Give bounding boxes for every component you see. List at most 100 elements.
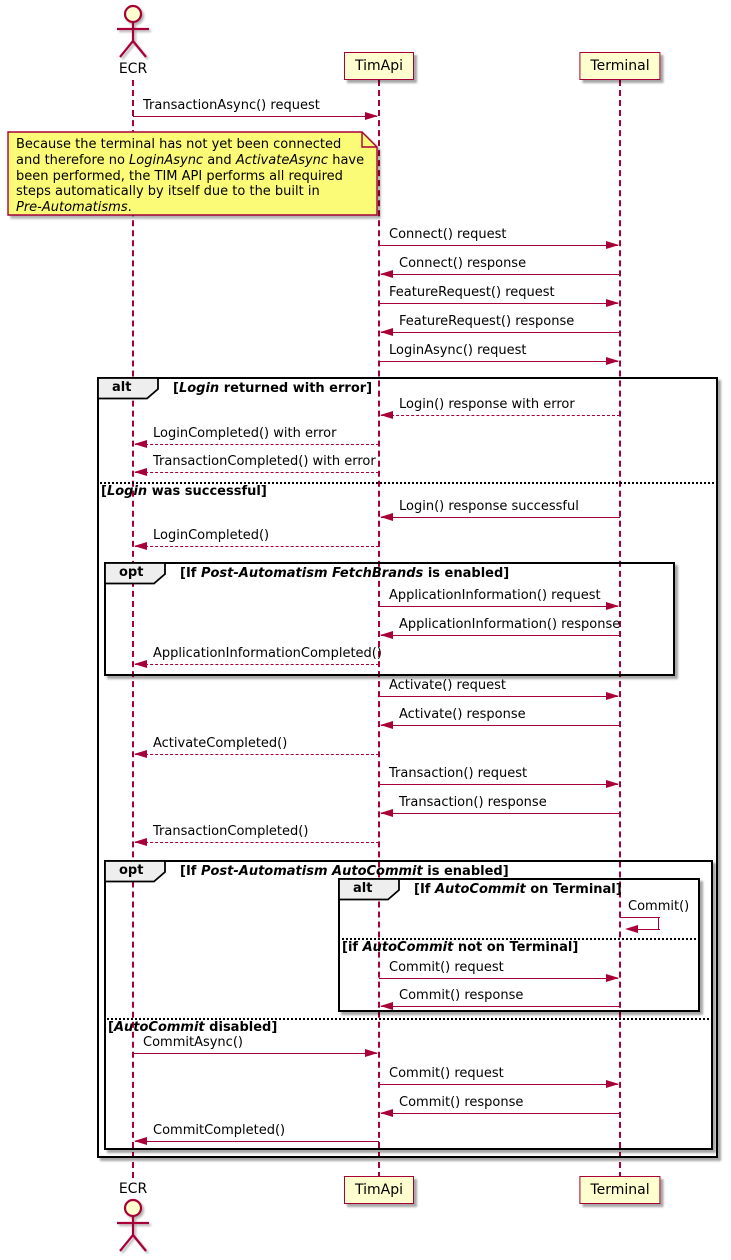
text-segment: LoginAsync	[129, 152, 204, 168]
frame-opt-fetchbrands	[104, 562, 675, 676]
text-segment: and	[203, 152, 236, 168]
message-line	[381, 725, 620, 727]
arrowhead-left-icon	[380, 808, 393, 817]
frame-condition: [If Post-Automatism FetchBrands is enabl…	[180, 566, 509, 581]
text-segment: [If	[414, 882, 435, 897]
arrowhead-right-icon	[365, 111, 378, 120]
actor-label-bottom: ECR	[118, 1181, 148, 1197]
frame-tab-alt-autocommit-location	[338, 878, 402, 905]
text-segment: was successful]	[147, 484, 267, 499]
actor-icon	[112, 1198, 154, 1260]
frame-kind-label: alt	[353, 881, 373, 896]
message-label: CommitCompleted()	[153, 1123, 286, 1138]
message-line	[135, 1141, 379, 1143]
message-label: Commit() response	[399, 1095, 524, 1110]
arrowhead-right-icon	[606, 601, 619, 610]
message-line	[379, 303, 618, 305]
arrowhead-left-icon	[134, 541, 147, 550]
message-label: TransactionCompleted() with error	[153, 454, 376, 469]
message-label: ApplicationInformationCompleted()	[153, 646, 382, 661]
message-line	[381, 415, 620, 417]
text-segment: [If	[180, 864, 201, 879]
frame-divider-label: [if AutoCommit not on Terminal]	[342, 940, 578, 955]
message-label: TransactionCompleted()	[153, 824, 309, 839]
arrowhead-left-icon	[380, 1001, 393, 1010]
arrowhead-right-icon	[606, 1079, 619, 1088]
frame-opt-autocommit	[104, 860, 713, 1150]
message-label: Transaction() request	[389, 766, 528, 781]
text-segment: Login	[106, 484, 148, 499]
note-line: been performed, the TIM API performs all…	[16, 169, 364, 185]
message-line	[135, 444, 379, 446]
message-label: Commit() response	[399, 988, 524, 1003]
message-line	[381, 1113, 620, 1115]
participant-terminal-top: Terminal	[579, 52, 661, 80]
text-segment: disabled]	[204, 1020, 278, 1035]
frame-alt-autocommit-location	[338, 878, 700, 1012]
frame-tab-opt-autocommit	[104, 860, 168, 887]
message-label: Connect() response	[399, 256, 527, 271]
arrowhead-left-icon	[380, 630, 393, 639]
text-segment: on Terminal]	[525, 882, 622, 897]
frame-divider-label: [AutoCommit disabled]	[108, 1020, 277, 1035]
message-line	[133, 116, 377, 118]
message-label: ApplicationInformation() request	[389, 588, 601, 603]
message-line	[379, 978, 618, 980]
text-segment: steps automatically by itself due to the…	[16, 184, 320, 200]
message-line	[135, 754, 379, 756]
arrowhead-left-icon	[380, 269, 393, 278]
arrowhead-right-icon	[606, 779, 619, 788]
message-line	[379, 245, 618, 247]
message-label: Activate() response	[399, 707, 526, 722]
participant-terminal-bottom: Terminal	[579, 1176, 661, 1204]
text-segment: been performed, the TIM API performs all…	[16, 168, 343, 184]
actor-icon	[112, 4, 154, 66]
text-segment: not on Terminal]	[453, 940, 579, 955]
note-text: Because the terminal has not yet been co…	[16, 137, 364, 216]
note-line: Pre-Automatisms.	[16, 200, 364, 216]
arrowhead-right-icon	[606, 298, 619, 307]
message-line	[381, 813, 620, 815]
message-label: TransactionAsync() request	[143, 98, 320, 113]
lifeline-ecr	[132, 80, 134, 1178]
text-segment: [	[108, 1020, 114, 1035]
arrowhead-right-icon	[606, 240, 619, 249]
note: Because the terminal has not yet been co…	[7, 131, 379, 217]
message-label: Commit()	[628, 899, 690, 914]
frame-divider	[338, 938, 700, 940]
text-segment: AutoCommit	[113, 1020, 205, 1035]
message-label: Login() response successful	[399, 499, 579, 514]
message-line	[379, 361, 618, 363]
lifeline-timapi	[378, 80, 380, 1178]
message-line	[135, 842, 379, 844]
note-line: and therefore no LoginAsync and Activate…	[16, 153, 364, 169]
self-message-line	[637, 929, 660, 931]
message-label: ApplicationInformation() response	[399, 617, 621, 632]
frame-divider	[104, 1018, 713, 1020]
arrowhead-left-icon	[380, 327, 393, 336]
frame-kind-label: alt	[112, 380, 132, 395]
message-line	[381, 274, 620, 276]
message-line	[381, 332, 620, 334]
participant-timapi-top: TimApi	[343, 52, 415, 80]
text-segment: Because the terminal has not yet been co…	[16, 137, 342, 152]
self-message-line	[658, 918, 660, 930]
message-label: FeatureRequest() request	[389, 285, 555, 300]
text-segment: and therefore no	[16, 152, 130, 168]
frame-condition: [If Post-Automatism AutoCommit is enable…	[180, 864, 509, 879]
text-segment: AutoCommit	[434, 882, 526, 897]
text-segment: [	[173, 381, 179, 396]
text-segment: is enabled]	[423, 566, 510, 581]
arrowhead-right-icon	[606, 356, 619, 365]
text-segment: have	[328, 152, 365, 168]
message-line	[381, 517, 620, 519]
text-segment: [if	[342, 940, 363, 955]
arrowhead-left-icon	[134, 439, 147, 448]
frame-condition: [Login returned with error]	[173, 381, 372, 396]
message-label: Commit() request	[389, 960, 504, 975]
arrowhead-left-icon	[380, 720, 393, 729]
message-line	[133, 1053, 377, 1055]
text-segment: .	[127, 200, 132, 216]
arrowhead-left-icon	[380, 1108, 393, 1117]
